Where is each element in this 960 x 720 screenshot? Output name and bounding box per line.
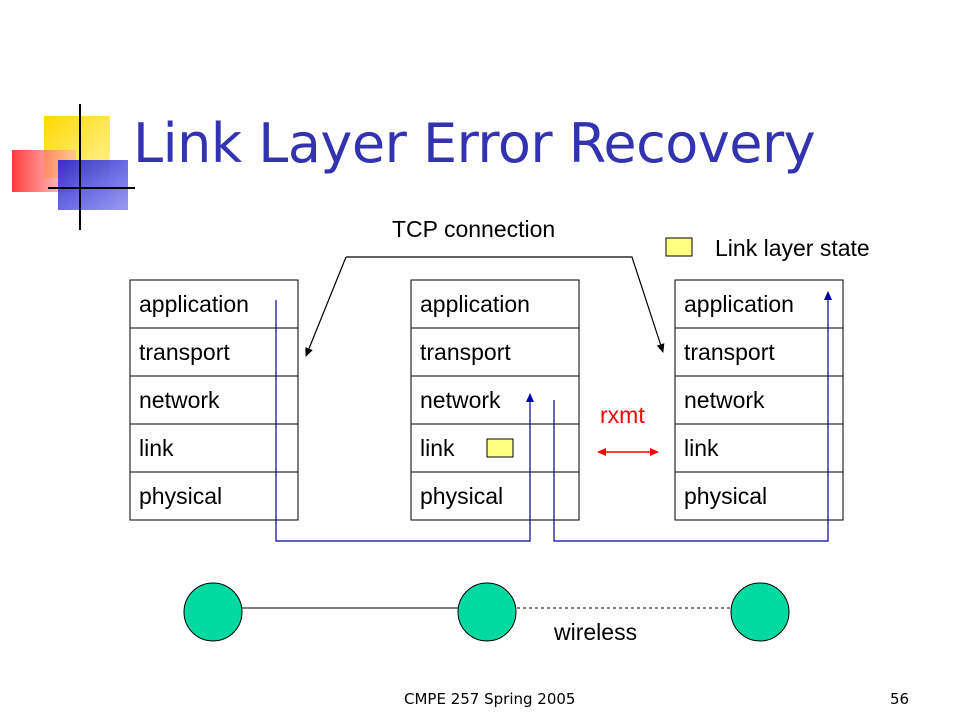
- stack-middle: application transport network link physi…: [410, 279, 580, 521]
- corner-decoration: [12, 104, 135, 230]
- stack-middle-layer-physical: physical: [420, 483, 503, 509]
- rxmt-label: rxmt: [600, 402, 645, 428]
- tcp-connection-label: TCP connection: [392, 216, 556, 242]
- stack-right-layer-network: network: [684, 387, 765, 413]
- footer-page-number: 56: [890, 690, 910, 708]
- stack-right-layer-physical: physical: [684, 483, 767, 509]
- stack-left-layer-network: network: [139, 387, 220, 413]
- stack-left-frame: [129, 279, 299, 521]
- slide-title: Link Layer Error Recovery: [133, 112, 816, 175]
- data-path-segment-1: [275, 300, 534, 542]
- stack-left-layer-physical: physical: [139, 483, 222, 509]
- stack-right-frame: [674, 279, 844, 521]
- node-middle: [457, 582, 517, 642]
- stack-right-layer-application: application: [684, 291, 794, 317]
- stack-middle-layer-transport: transport: [420, 339, 511, 365]
- tcp-connection-arrow: [346, 256, 665, 353]
- stack-middle-layer-application: application: [420, 291, 530, 317]
- legend-link-layer-state-label: Link layer state: [715, 235, 870, 261]
- legend-link-state-box: [665, 237, 693, 257]
- tcp-connection-arrow-left: [305, 256, 347, 357]
- corner-blue-square: [58, 160, 128, 210]
- stack-right-layer-transport: transport: [684, 339, 775, 365]
- node-left: [183, 582, 243, 642]
- stack-middle-frame: [410, 279, 580, 521]
- stack-middle-layer-network: network: [420, 387, 501, 413]
- wireless-label: wireless: [554, 619, 638, 645]
- node-right: [730, 582, 790, 642]
- data-path-segment-2: [553, 291, 832, 542]
- stack-middle-layer-link: link: [420, 435, 455, 461]
- footer-course: CMPE 257 Spring 2005: [404, 690, 576, 708]
- stack-right: application transport network link physi…: [674, 279, 844, 521]
- stack-left-layer-link: link: [139, 435, 174, 461]
- stack-left-layer-transport: transport: [139, 339, 230, 365]
- stack-left-layer-application: application: [139, 291, 249, 317]
- stack-left: application transport network link physi…: [129, 279, 299, 521]
- stack-right-layer-link: link: [684, 435, 719, 461]
- link-layer-state-box: [486, 438, 514, 458]
